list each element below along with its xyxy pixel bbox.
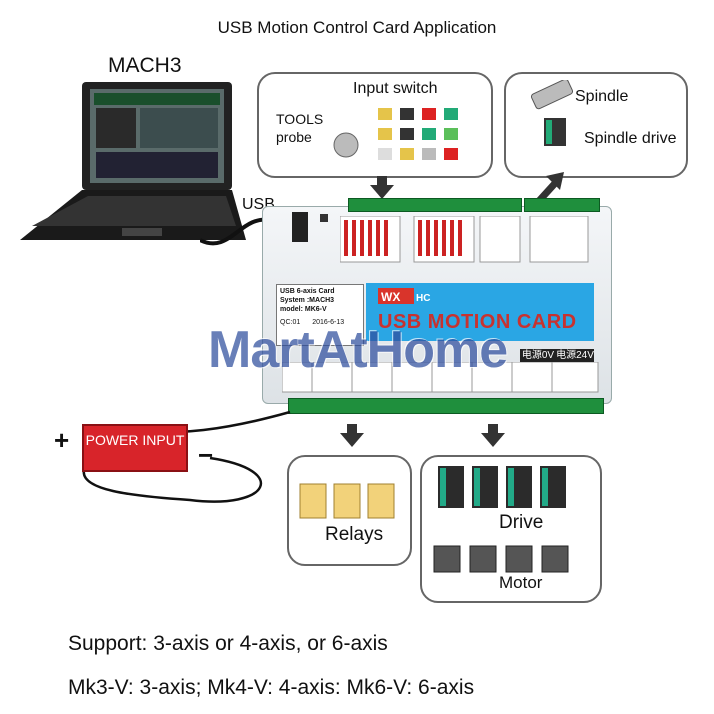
spindle-image	[530, 80, 574, 146]
usb-port	[292, 212, 308, 242]
power-0v-label: 电源0V	[520, 349, 556, 362]
led	[320, 214, 328, 222]
relays-label: Relays	[325, 524, 384, 545]
laptop-image	[20, 82, 246, 240]
wixhc-logo: WX HC	[378, 288, 430, 304]
sticker-line: USB 6-axis Card	[280, 288, 335, 295]
spindle-panel	[504, 72, 688, 178]
plus-sign: +	[54, 425, 70, 455]
drive-label: Drive	[499, 512, 544, 533]
input-labels-block	[340, 216, 589, 263]
card-title: USB MOTION CARD	[378, 311, 577, 333]
relays-image	[299, 483, 395, 519]
switches-image	[333, 108, 458, 160]
models-text: Mk3-V: 3-axis; Mk4-V: 4-axis: Mk6-V: 6-a…	[68, 676, 475, 699]
top-terminal-right	[524, 198, 600, 212]
output-labels-block	[282, 362, 599, 393]
sticker-line: 2016-6-13	[312, 319, 345, 326]
motor-label: Motor	[499, 573, 543, 592]
page-title: USB Motion Control Card Application	[217, 18, 497, 37]
drive-arrow-stem	[488, 424, 498, 434]
spindle-drive-label: Spindle drive	[584, 130, 677, 147]
input-panel	[257, 72, 493, 178]
sticker-line: QC:01	[280, 319, 301, 326]
input-switch-label: Input switch	[353, 80, 438, 97]
card-sticker: USB 6-axis Card System :MACH3 model: MK6…	[276, 284, 364, 346]
minus-sign: −	[198, 440, 214, 470]
support-text: Support: 3-axis or 4-axis, or 6-axis	[68, 632, 388, 655]
spindle-label: Spindle	[575, 88, 629, 105]
motors-image	[433, 545, 569, 573]
power-input-box: POWER INPUT	[82, 424, 188, 472]
input-arrow-stem	[377, 176, 387, 186]
drives-image	[438, 466, 566, 508]
power-24v-label: 电源24V	[556, 349, 594, 362]
relay-arrow-stem	[347, 424, 357, 434]
sticker-line: model: MK6-V	[280, 306, 327, 313]
relay-arrow	[340, 433, 364, 447]
watermark: MartAtHome	[208, 321, 508, 379]
sticker-line: System :MACH3	[280, 297, 335, 304]
input-arrow	[370, 185, 394, 199]
tools-probe-label: TOOLS probe	[276, 111, 324, 145]
svg-text:WX: WX	[381, 290, 400, 304]
mach3-label: MACH3	[108, 54, 182, 77]
bottom-terminal	[288, 398, 604, 414]
drive-arrow	[481, 433, 505, 447]
top-terminal-left	[348, 198, 522, 212]
svg-text:HC: HC	[416, 293, 430, 304]
